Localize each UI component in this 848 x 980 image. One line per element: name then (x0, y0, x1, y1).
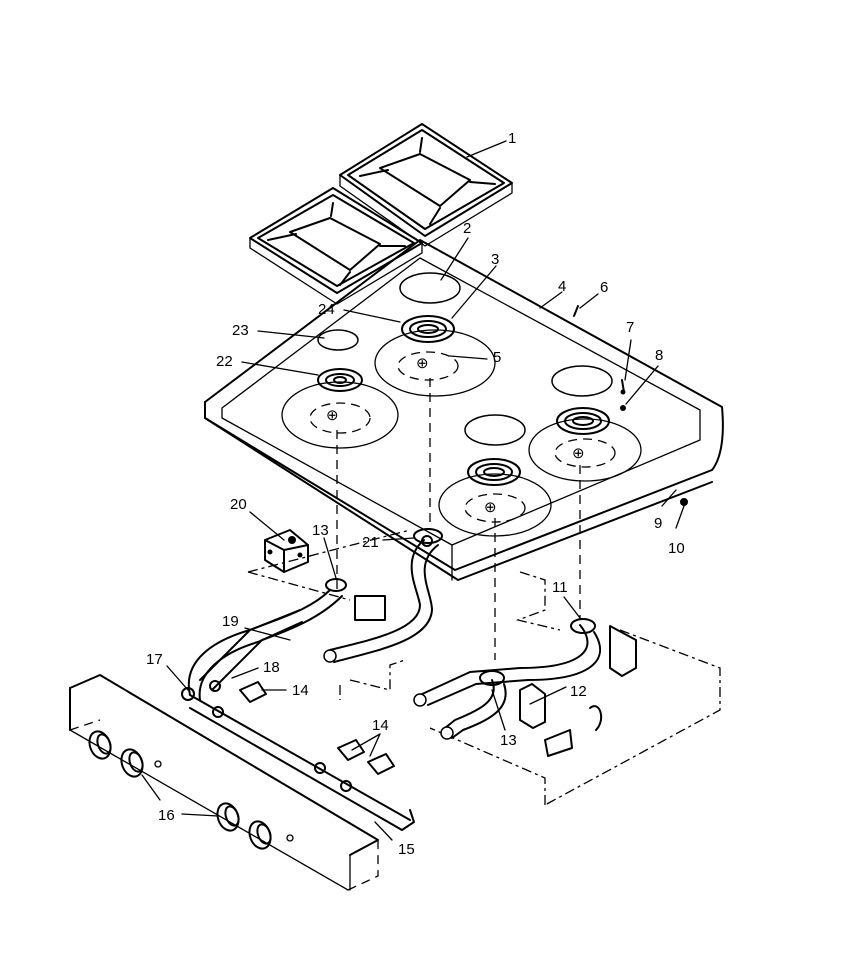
svg-text:⊕: ⊕ (484, 499, 497, 516)
svg-text:⊕: ⊕ (326, 407, 339, 424)
callout-20: 20 (230, 496, 247, 513)
spark-module (264, 529, 309, 573)
burner-bracket (354, 595, 637, 757)
burner-head-left (317, 368, 363, 392)
svg-text:⊕: ⊕ (416, 355, 429, 372)
burner-grate-rear (339, 123, 513, 247)
callout-13b: 13 (500, 732, 517, 749)
callout-24: 24 (318, 301, 335, 318)
callout-8: 8 (655, 347, 663, 364)
burner-tube-right-front (440, 670, 507, 740)
callout-labels: 1 2 3 4 5 6 7 8 9 10 11 12 13 13 14 14 1… (146, 130, 685, 858)
svg-text:⊕: ⊕ (572, 445, 585, 462)
burner-valve (181, 535, 433, 792)
cooktop-main-top: ⊕ ⊕ ⊕ ⊕ (204, 239, 724, 581)
burner-cap-small-rear (317, 329, 359, 351)
callout-7: 7 (626, 319, 634, 336)
callout-15: 15 (398, 841, 415, 858)
callout-6: 6 (600, 279, 608, 296)
callout-23: 23 (232, 322, 249, 339)
callout-5: 5 (493, 349, 501, 366)
leader-lines (141, 140, 685, 841)
callout-19: 19 (222, 613, 239, 630)
burner-head-rear-large (401, 315, 455, 343)
callout-11: 11 (552, 579, 568, 596)
burner-head-right-front (467, 458, 521, 486)
callout-2: 2 (463, 220, 471, 237)
burner-tube-right-rear (413, 618, 601, 707)
callout-14b: 14 (372, 717, 389, 734)
callout-12: 12 (570, 683, 587, 700)
callout-1: 1 (508, 130, 516, 147)
callout-21: 21 (362, 534, 379, 551)
control-knob (88, 730, 272, 850)
burner-cap-right-front (464, 414, 526, 446)
callout-4: 4 (558, 278, 566, 295)
burner-grate-front (249, 187, 423, 305)
screw-10 (680, 498, 688, 506)
callout-18: 18 (263, 659, 280, 676)
callout-16: 16 (158, 807, 175, 824)
gas-manifold (187, 609, 415, 831)
control-panel (69, 674, 379, 891)
callout-10: 10 (668, 540, 685, 557)
callout-22: 22 (216, 353, 233, 370)
burner-tube-center (323, 528, 443, 663)
burner-cap-large-rear (399, 272, 461, 304)
callout-3: 3 (491, 251, 499, 268)
callout-17: 17 (146, 651, 163, 668)
clip-8 (620, 405, 626, 411)
burner-box-outline (247, 378, 721, 806)
burner-cap-right-rear (551, 365, 613, 397)
burner-head-right-rear (556, 407, 610, 435)
callout-9: 9 (654, 515, 662, 532)
screw-7 (620, 379, 626, 395)
screw-6 (573, 305, 579, 317)
callout-14a: 14 (292, 682, 309, 699)
callout-13a: 13 (312, 522, 329, 539)
